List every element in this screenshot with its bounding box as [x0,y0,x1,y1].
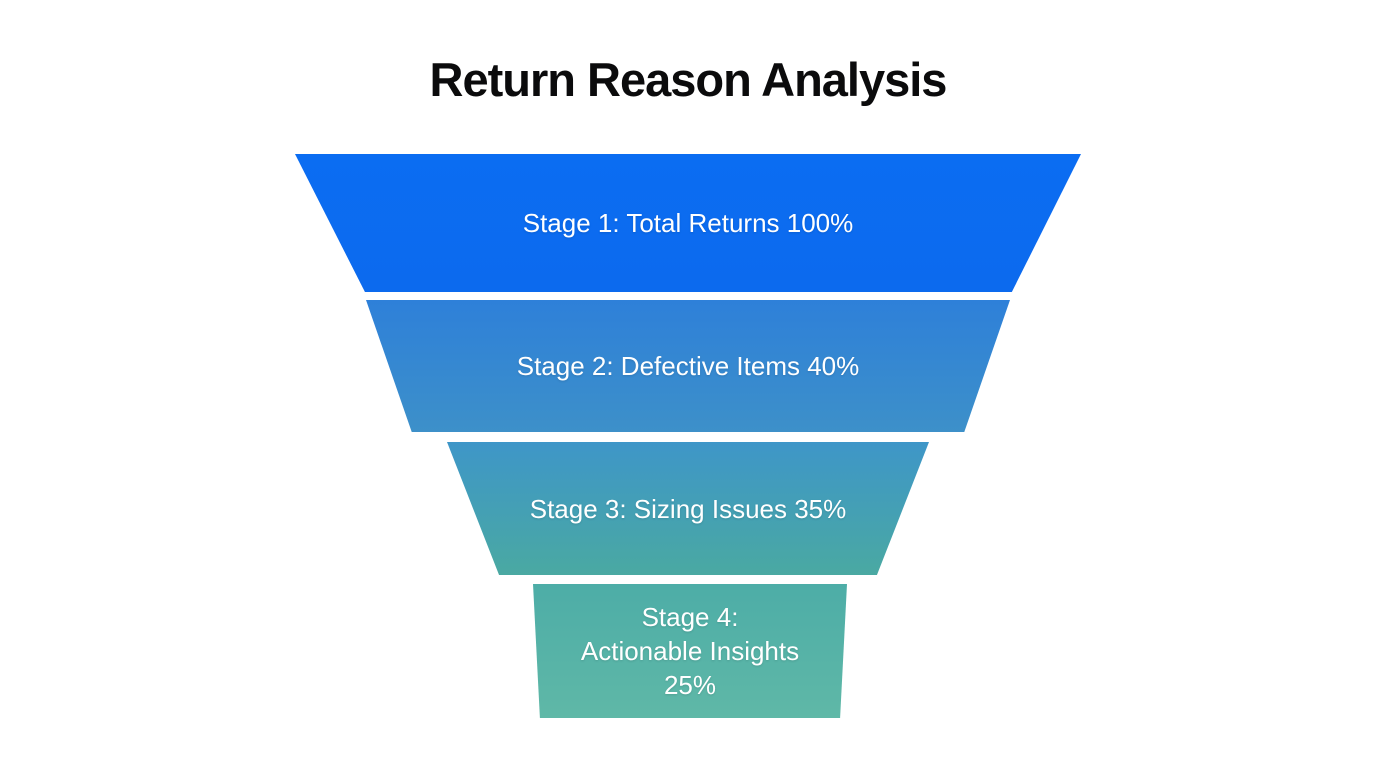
funnel-stage-2-defective-items: Stage 2: Defective Items 40% [366,300,1010,432]
funnel-stage-3-sizing-issues: Stage 3: Sizing Issues 35% [447,442,929,575]
funnel-stage-2-label: Stage 2: Defective Items 40% [516,351,860,381]
funnel-stage-1-total-returns: Stage 1: Total Returns 100% [295,154,1081,292]
chart-title: Return Reason Analysis [429,53,948,106]
funnel-stage-1-label: Stage 1: Total Returns 100% [522,208,854,238]
funnel-stage-3-label: Stage 3: Sizing Issues 35% [529,493,847,524]
